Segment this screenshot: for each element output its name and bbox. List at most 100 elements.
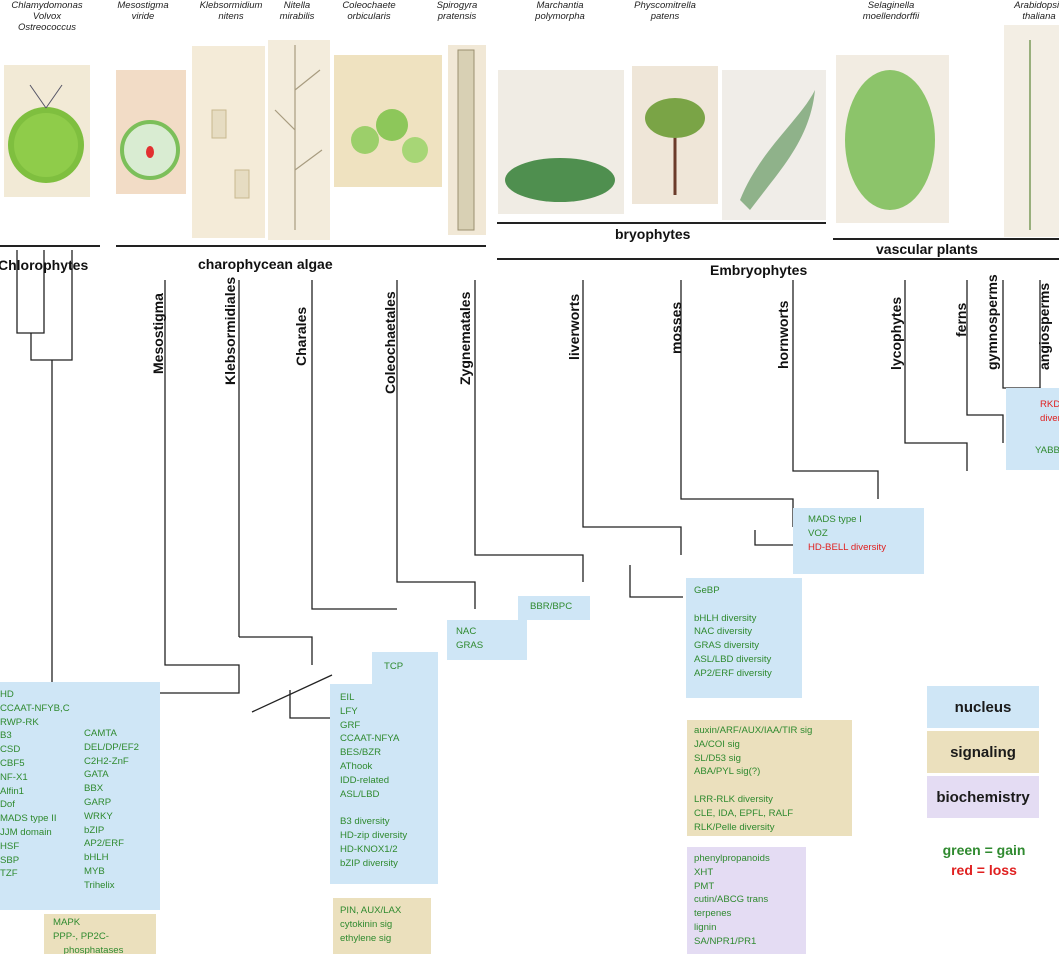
species-label-arabidopsis: Arabidopsis thaliana [1014,0,1059,22]
taxon-label-mosses: mosses [668,301,684,354]
taxon-label-liverworts: liverworts [566,293,582,360]
embryophyte-signaling-list: auxin/ARF/AUX/IAA/TIR sig JA/COI sig SL/… [694,724,812,834]
gene-item: JA/COI sig [694,738,740,750]
gene-item: AThook [340,760,373,772]
group-label-vascular: vascular plants [876,241,978,257]
species-label-klebsormidium: Klebsormidium nitens [199,0,263,22]
gene-item: PPP-, PP2C- [53,930,109,942]
gene-item: GATA [84,769,109,781]
root-nucleus-list-left: HD CCAAT-NFYB,C RWP-RK B3 CSD CBF5 NF-X1… [0,688,70,881]
gene-item: CSD [0,744,21,756]
gene-item: LFY [340,705,358,717]
species-label-selaginella: Selaginella moellendorffii [862,0,920,22]
taxon-label-angiosperms: angiosperms [1036,282,1052,370]
gene-item: Alfin1 [0,785,24,797]
legend-signaling: signaling [927,731,1039,773]
species-label-marchantia: Marchantia polymorpha [535,0,585,22]
gene-item: NF-X1 [0,771,28,783]
bryophytes-bar [497,222,826,224]
klebsormidiales-nucleus-box [330,684,438,884]
mads-loss-label: HD-BELL diversity [808,542,887,553]
bbr-label: BBR/BPC [530,601,573,612]
taxon-label-coleochaetales: Coleochaetales [382,291,398,394]
nac-gras-list: NAC GRAS [456,625,483,653]
legend-nucleus: nucleus [927,686,1039,728]
legend-gain: green = gain [942,842,1026,858]
species-illustrations [4,25,1059,240]
gene-item: NAC diversity [694,626,753,638]
gene-item: CLE, IDA, EPFL, RALF [694,807,794,819]
legend-loss: red = loss [951,862,1017,878]
gene-item: XHT [694,866,714,878]
gene-item: SL/D53 sig [694,752,741,764]
mads-gain-list: MADS type I VOZ [808,513,862,541]
species-label-chlamydomonas: Chlamydomonas Volvox Ostreococcus [11,0,83,33]
root-nucleus-box [0,682,160,910]
gene-item: B3 diversity [340,816,390,828]
gene-item: DEL/DP/EF2 [84,741,139,753]
gene-item: bHLH [84,852,109,864]
root-signaling-box [44,914,156,954]
gene-item: LRR-RLK diversity [694,793,773,805]
species-label-nitella: Nitella mirabilis [279,0,315,22]
gene-item: PMT [694,880,715,892]
gene-item: auxin/ARF/AUX/IAA/TIR sig [694,725,813,736]
gene-item: bHLH diversity [694,612,757,624]
gene-item: lignin [694,921,717,933]
gene-item: BBX [84,783,104,795]
gene-item: JJM domain [0,826,52,838]
embryophyte-signaling-box [687,720,852,836]
tcp-box [372,652,438,688]
embryophyte-nucleus-box [686,578,802,698]
gene-item: Dof [0,799,15,811]
gene-item: CCAAT-NFYB,C [0,702,70,714]
gene-item: diversity [1040,412,1059,424]
taxon-label-lycophytes: lycophytes [888,296,904,370]
gene-item: MAPK [53,917,81,928]
gene-item: CAMTA [84,728,117,739]
gene-item: HD-zip diversity [340,829,408,841]
gene-item: MADS type I [808,514,862,525]
legend-biochemistry: biochemistry [927,776,1039,818]
taxon-label-mesostigma: Mesostigma [150,293,166,374]
gene-item: PIN, AUX/LAX [340,905,402,916]
gene-item: SBP [0,854,20,866]
group-label-bryophytes: bryophytes [615,226,691,242]
gene-item: RLK/Pelle diversity [694,821,775,833]
gene-item: GARP [84,796,112,808]
gene-item: GRAS [456,639,484,651]
gene-item: cytokinin sig [340,918,393,930]
gene-item: NAC [456,626,477,637]
gene-item: BES/BZR [340,747,382,759]
gene-item: B3 [0,730,12,742]
gene-item: MYB [84,865,105,877]
gene-item: cutin/ABCG trans [694,894,769,906]
seed-plants-nucleus-box [1006,388,1059,470]
gene-item: GRAS diversity [694,640,760,652]
klebsormidiales-nucleus-list: EIL LFY GRF CCAAT-NFYA BES/BZR AThook ID… [340,691,407,870]
group-label-chlorophytes: Chlorophytes [0,257,89,273]
bbr-box [518,596,590,620]
taxon-label-charales: Charales [293,306,309,366]
gene-item: ethylene sig [340,932,392,944]
gene-item: VOZ [808,527,828,539]
species-label-coleochaete: Coleochaete orbicularis [342,0,396,22]
taxon-label-zygnematales: Zygnematales [457,291,473,385]
species-label-mesostigma: Mesostigma viride [117,0,169,22]
group-label-charophycean: charophycean algae [198,256,333,272]
gene-item: phenylpropanoids [694,853,770,864]
gene-item: CCAAT-NFYA [340,733,400,745]
gene-item: TZF [0,868,18,880]
gene-item: Trihelix [84,879,115,891]
gene-item: ASL/LBD diversity [694,653,772,665]
gene-item: HD [0,689,14,700]
embryophyte-nucleus-list: GeBP bHLH diversity NAC diversity GRAS d… [694,584,772,681]
taxon-label-ferns: ferns [953,302,969,337]
gene-item: RKD [1040,399,1059,410]
taxon-label-hornworts: hornworts [775,300,791,369]
embryophyte-biochemistry-list: phenylpropanoids XHT PMT cutin/ABCG tran… [694,852,770,949]
vascular-bar [833,238,1059,240]
gene-item: IDD-related [340,774,390,786]
gene-item: AP2/ERF [84,838,124,850]
